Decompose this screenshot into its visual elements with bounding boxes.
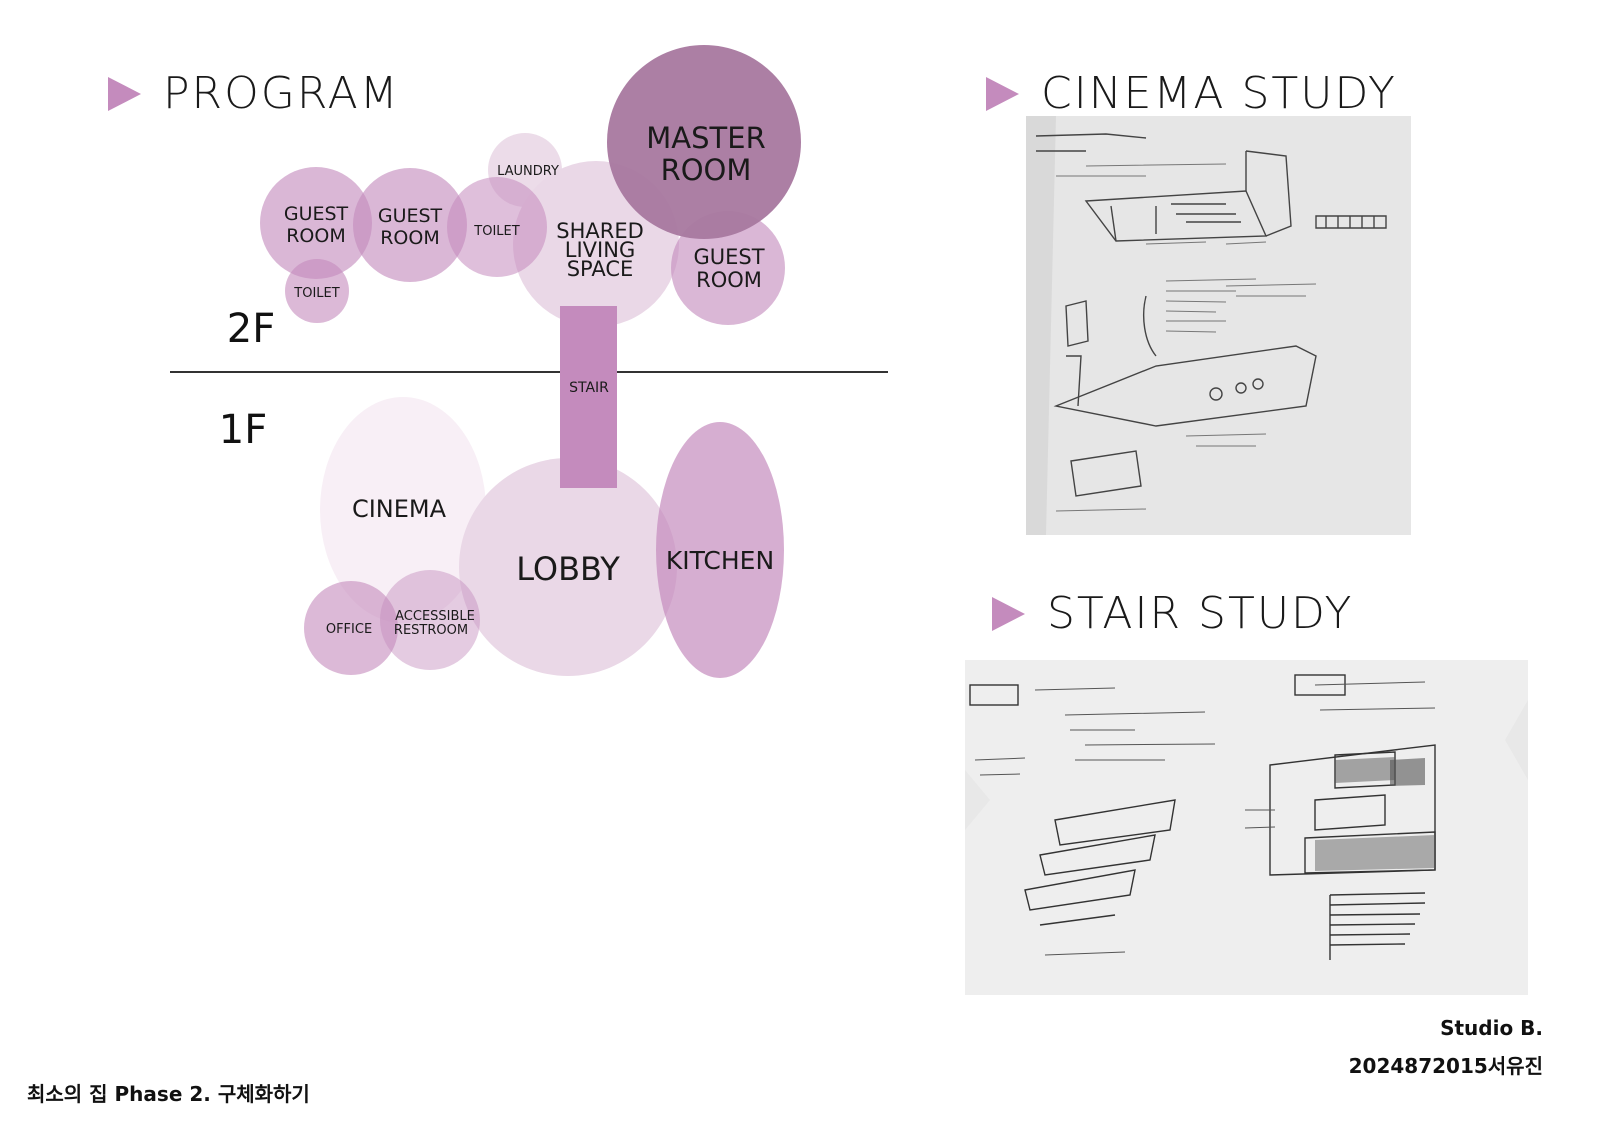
stair-label: STAIR (569, 380, 609, 396)
lobby-bubble (459, 458, 677, 676)
stair-study-title: STAIR STUDY (1047, 588, 1354, 639)
laundry-label: LAUNDRY (497, 164, 559, 179)
toilet-top-label: TOILET (473, 224, 519, 239)
triangle-bullet-icon (992, 596, 1025, 631)
cinema-sketch-drawing (1026, 116, 1411, 535)
cinema-study-heading: CINEMA STUDY (986, 68, 1397, 119)
cinema-study-sketch-image (1026, 116, 1411, 535)
stair-block (560, 306, 617, 488)
stair-sketch-drawing (965, 660, 1528, 995)
student-id-name: 2024872015서유진 (1348, 1054, 1543, 1078)
stair-study-heading: STAIR STUDY (992, 588, 1353, 639)
guest-room-1-bubble (260, 167, 372, 279)
program-heading: PROGRAM (108, 68, 400, 119)
cinema-label: CINEMA (352, 495, 447, 523)
office-label: OFFICE (326, 622, 372, 637)
triangle-bullet-icon (986, 76, 1019, 111)
kitchen-bubble (656, 422, 784, 678)
cinema-study-title: CINEMA STUDY (1041, 68, 1397, 119)
floor-label-2f: 2F (227, 306, 275, 352)
toilet-small-label: TOILET (293, 286, 339, 301)
floor-label-1f: 1F (219, 407, 267, 453)
studio-label: Studio B. (1440, 1016, 1543, 1040)
guest-room-2-bubble (353, 168, 467, 282)
lobby-label: LOBBY (516, 550, 620, 588)
master-room-bubble (607, 45, 801, 239)
guest-room-3-bubble (671, 211, 785, 325)
course-title: 최소의 집 Phase 2. 구체화하기 (27, 1082, 310, 1106)
triangle-bullet-icon (108, 76, 141, 111)
program-title: PROGRAM (163, 68, 400, 119)
stair-study-sketch-image (965, 660, 1528, 995)
toilet-top-bubble (447, 177, 547, 277)
toilet-small-bubble (285, 259, 349, 323)
office-bubble (304, 581, 398, 675)
cinema-bubble (320, 397, 486, 623)
accessible-restroom-bubble (380, 570, 480, 670)
kitchen-label: KITCHEN (666, 546, 774, 575)
